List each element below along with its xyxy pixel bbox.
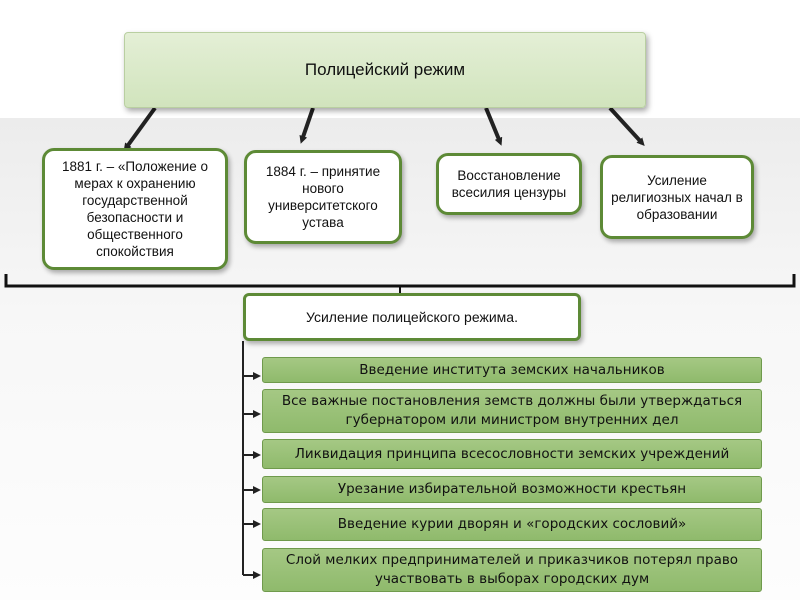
summary-text: Усиление полицейского режима.	[306, 309, 518, 325]
measure-text-4: Урезание избирательной возможности крест…	[337, 481, 687, 497]
summary-box: Усиление полицейского режима.	[243, 293, 581, 341]
measure-text-6: Слой мелких предпринимателей и приказчик…	[285, 552, 739, 587]
measure-item-4: Урезание избирательной возможности крест…	[262, 476, 762, 503]
branch-text-3: Восстановление всесилия цензуры	[451, 168, 567, 200]
branch-box-4: Усиление религиозных начал в образовании	[600, 155, 754, 239]
arrow-3	[484, 107, 503, 146]
measure-item-2: Все важные постановления земств должны б…	[262, 389, 762, 433]
branch-box-2: 1884 г. – принятие нового университетско…	[244, 150, 402, 244]
branch-text-2: 1884 г. – принятие нового университетско…	[265, 164, 381, 230]
arrow-2	[299, 107, 315, 144]
branch-text-1: 1881 г. – «Положение о мерах к охранению…	[62, 159, 208, 259]
title-box: Полицейский режим	[124, 32, 646, 108]
measure-text-1: Введение института земских начальников	[359, 361, 665, 378]
title-text: Полицейский режим	[304, 60, 466, 79]
measure-text-2: Все важные постановления земств должны б…	[281, 393, 743, 428]
measure-text-3: Ликвидация принципа всесословности земск…	[294, 445, 730, 462]
measure-text-5: Введение курии дворян и «городских сосло…	[337, 516, 687, 532]
branch-box-3: Восстановление всесилия цензуры	[436, 153, 582, 215]
measure-item-1: Введение института земских начальников	[262, 357, 762, 383]
arrow-4	[608, 106, 645, 146]
branch-text-4: Усиление религиозных начал в образовании	[611, 172, 743, 222]
measure-item-6: Слой мелких предпринимателей и приказчик…	[262, 548, 762, 592]
arrow-1	[123, 106, 157, 152]
bracket	[4, 274, 796, 288]
measure-item-5: Введение курии дворян и «городских сосло…	[262, 508, 762, 541]
measure-item-3: Ликвидация принципа всесословности земск…	[262, 439, 762, 469]
branch-box-1: 1881 г. – «Положение о мерах к охранению…	[42, 148, 228, 270]
